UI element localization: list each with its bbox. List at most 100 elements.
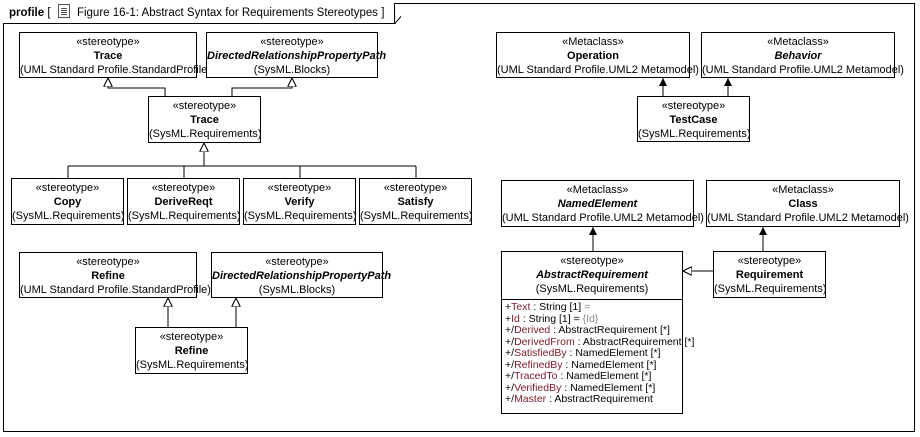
attribute-row[interactable]: +/Derived : AbstractRequirement [*] [505, 324, 679, 337]
bracket-close: ] [381, 7, 385, 19]
stereotype-refine-standard[interactable]: «stereotype» Refine (UML Standard Profil… [19, 252, 211, 298]
attribute-type: : AbstractRequirement [546, 393, 653, 405]
attribute-type: : NamedElement [*] [557, 370, 652, 382]
element-owner: (SysML.Blocks) [253, 64, 331, 76]
attribute-type: : String [1] [530, 301, 585, 313]
attribute-row[interactable]: +Id : String [1] = {Id} [505, 312, 679, 326]
stereotype-keyword: «Metaclass» [562, 36, 624, 48]
element-name: Trace [190, 114, 219, 126]
attribute-name: SatisfiedBy [514, 347, 567, 359]
attribute-name: Derived [514, 324, 551, 336]
stereotype-testcase[interactable]: «stereotype» TestCase (SysML.Requirement… [637, 96, 750, 142]
attribute-row[interactable]: +/DerivedFrom : AbstractRequirement [*] [505, 335, 694, 349]
stereotype-trace-standard[interactable]: «stereotype» Trace (UML Standard Profile… [19, 32, 211, 78]
attribute-vis: +/ [505, 358, 515, 371]
attribute-name: RefinedBy [514, 358, 563, 371]
stereotype-abstract-requirement[interactable]: «stereotype» AbstractRequirement (SysML.… [501, 251, 694, 414]
bracket-open: [ [47, 7, 51, 19]
stereotype-keyword: «stereotype» [172, 100, 237, 112]
element-name: Copy [53, 196, 82, 208]
element-owner: (SysML.Requirements) [128, 210, 241, 222]
attribute-type: : NamedElement [*] [566, 347, 661, 359]
stereotype-copy[interactable]: «stereotype» Copy (SysML.Requirements) [11, 178, 124, 225]
element-name: Operation [567, 50, 619, 62]
element-owner: (SysML.Requirements) [535, 283, 649, 295]
element-name: Verify [284, 196, 315, 208]
element-name: Requirement [735, 269, 804, 281]
attribute-row[interactable]: +Text : String [1] = [505, 301, 679, 314]
attribute-value: = [584, 301, 591, 313]
stereotype-keyword: «stereotype» [560, 255, 624, 267]
attribute-name: VerifiedBy [514, 381, 562, 394]
attribute-row[interactable]: +/Master : AbstractRequirement [505, 393, 679, 406]
element-name: Behavior [774, 50, 822, 62]
stereotype-keyword: «stereotype» [661, 100, 726, 112]
attribute-compartment: +Text : String [1] =+Id : String [1] = {… [502, 299, 694, 408]
element-owner: (UML Standard Profile.StandardProfile) [20, 284, 211, 296]
element-name: Class [788, 198, 818, 210]
element-name: Satisfy [397, 196, 434, 208]
diagram-frame [3, 3, 915, 432]
element-name: DeriveReqt [154, 196, 213, 208]
stereotype-directed-relationship-property-path-2[interactable]: «stereotype» DirectedRelationshipPropert… [211, 252, 391, 298]
element-owner: (SysML.Requirements) [714, 283, 827, 295]
element-owner: (UML Standard Profile.StandardProfile) [20, 64, 211, 76]
stereotype-keyword: «stereotype» [159, 331, 224, 343]
stereotype-keyword: «Metaclass» [767, 36, 829, 48]
attribute-vis: +/ [505, 347, 515, 359]
stereotype-requirement[interactable]: «stereotype» Requirement (SysML.Requirem… [713, 251, 826, 298]
element-owner: (SysML.Requirements) [136, 359, 249, 371]
stereotype-directed-relationship-property-path[interactable]: «stereotype» DirectedRelationshipPropert… [206, 32, 386, 78]
stereotype-verify[interactable]: «stereotype» Verify (SysML.Requirements) [243, 178, 356, 225]
metaclass-operation[interactable]: «Metaclass» Operation (UML Standard Prof… [496, 32, 699, 78]
attribute-row[interactable]: +/RefinedBy : NamedElement [*] [505, 358, 679, 372]
stereotype-keyword: «stereotype» [383, 182, 448, 194]
stereotype-satisfy[interactable]: «stereotype» Satisfy (SysML.Requirements… [359, 178, 472, 225]
element-name: Trace [93, 50, 123, 62]
attribute-vis: + [505, 301, 512, 313]
stereotype-keyword: «stereotype» [260, 36, 324, 48]
element-name: AbstractRequirement [536, 269, 648, 281]
stereotype-trace-requirements[interactable]: «stereotype» Trace (SysML.Requirements) [148, 96, 261, 143]
diagram-document-icon [57, 4, 70, 18]
stereotype-keyword: «stereotype» [35, 182, 100, 194]
stereotype-refine-requirements[interactable]: «stereotype» Refine (SysML.Requirements) [135, 327, 248, 374]
attribute-vis: + [505, 312, 512, 325]
attribute-vis: +/ [505, 381, 515, 394]
element-owner: (UML Standard Profile.UML2 Metamodel) [702, 64, 904, 76]
metaclass-named-element[interactable]: «Metaclass» NamedElement (UML Standard P… [501, 180, 704, 227]
element-owner: (SysML.Requirements) [638, 128, 751, 140]
element-owner: (SysML.Blocks) [258, 284, 336, 296]
element-owner: (UML Standard Profile.UML2 Metamodel) [707, 212, 909, 224]
frame-keyword: profile [9, 7, 45, 19]
attribute-row[interactable]: +/TracedTo : NamedElement [*] [505, 370, 679, 383]
element-owner: (SysML.Requirements) [360, 210, 473, 222]
metaclass-behavior[interactable]: «Metaclass» Behavior (UML Standard Profi… [701, 32, 904, 78]
element-name: Refine [91, 270, 125, 282]
stereotype-keyword: «stereotype» [737, 255, 802, 267]
attribute-row[interactable]: +/VerifiedBy : NamedElement [*] [505, 381, 679, 395]
element-owner: (UML Standard Profile.UML2 Metamodel) [502, 212, 704, 224]
attribute-name: Text [511, 301, 531, 313]
attribute-name: DerivedFrom [514, 335, 575, 348]
attribute-type: : String [1] = [519, 312, 583, 325]
stereotype-keyword: «stereotype» [151, 182, 216, 194]
attribute-type: : NamedElement [*] [562, 358, 657, 371]
element-name: TestCase [669, 114, 718, 126]
attribute-name: Id [511, 312, 520, 325]
diagram-title-tab[interactable]: profile [ Figure 16-1: Abstract Syntax f… [3, 3, 402, 24]
metaclass-class[interactable]: «Metaclass» Class (UML Standard Profile.… [706, 180, 909, 227]
diagram-title: Figure 16-1: Abstract Syntax for Require… [76, 7, 379, 19]
element-owner: (SysML.Requirements) [12, 210, 125, 222]
gen-trace-req-to-trace-std [108, 78, 166, 96]
attribute-type: : NamedElement [*] [561, 381, 656, 394]
attribute-type: : AbstractRequirement [*] [550, 324, 670, 336]
element-owner: (UML Standard Profile.UML2 Metamodel) [497, 64, 699, 76]
attribute-name: Master [514, 393, 547, 405]
attribute-row[interactable]: +/SatisfiedBy : NamedElement [*] [505, 347, 679, 360]
attribute-value: {Id} [582, 312, 599, 325]
stereotype-derive-reqt[interactable]: «stereotype» DeriveReqt (SysML.Requireme… [127, 178, 240, 225]
stereotype-keyword: «stereotype» [76, 36, 140, 48]
attribute-vis: +/ [505, 324, 515, 336]
